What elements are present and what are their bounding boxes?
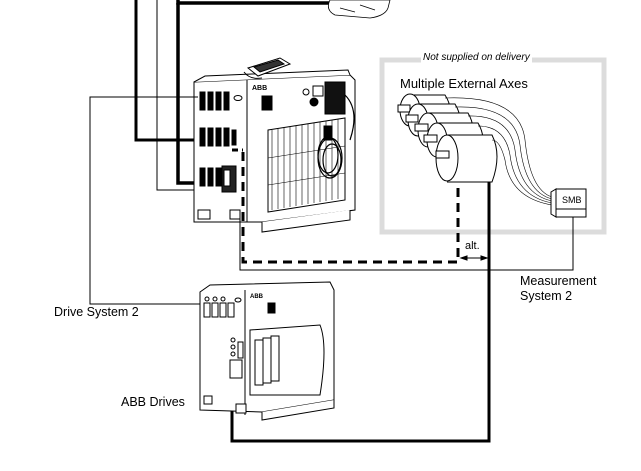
- external-axes-motors: [397, 93, 498, 183]
- measurement-system-label-line1: Measurement: [520, 274, 597, 288]
- abb-drives-cabinet: [199, 281, 335, 421]
- external-axes-title: Multiple External Axes: [400, 76, 528, 91]
- motor-5: [435, 134, 498, 183]
- smb-label: SMB: [562, 195, 582, 205]
- drive-system-cable: [89, 96, 208, 305]
- feedback-cables: [444, 97, 553, 206]
- cabinet-vents: [199, 91, 237, 187]
- drives-logo: ABB: [250, 294, 263, 300]
- teach-pendant: [243, 57, 292, 79]
- cabinet-logo: ABB: [252, 85, 268, 92]
- robot-arm-partial: [327, 0, 391, 19]
- smb-unit: [550, 188, 587, 218]
- measurement-system-label-line2: System 2: [520, 289, 573, 303]
- abb-drives-label: ABB Drives: [121, 395, 185, 409]
- alt-label: alt.: [465, 240, 480, 252]
- alt-arrow: [459, 255, 489, 261]
- drive-system-label: Drive System 2: [54, 305, 139, 319]
- not-supplied-caption: Not supplied on delivery: [421, 52, 532, 63]
- dashed-power-cable: [241, 152, 460, 264]
- robot-controller-cabinet: [193, 69, 356, 233]
